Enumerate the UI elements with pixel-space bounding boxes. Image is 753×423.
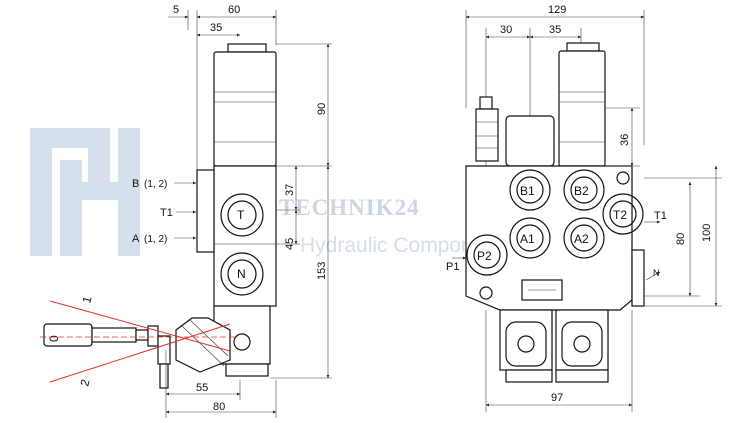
port-a1-label: A1	[520, 232, 535, 246]
lever-label-1: 1	[79, 294, 94, 304]
port-face	[196, 169, 215, 253]
dim-37: 37	[284, 184, 296, 196]
actuator-column	[558, 50, 606, 167]
bottom-cap	[225, 363, 269, 377]
port-a2-label: A2	[574, 232, 589, 246]
mount-hole-top	[616, 171, 630, 185]
dim-5: 5	[173, 4, 179, 16]
port-t2: T2	[602, 193, 644, 235]
right-view: 129 30 35 B1 B2 A1	[446, 4, 722, 412]
side-plug	[631, 249, 645, 307]
port-b2-label: B2	[574, 184, 589, 198]
dim-45: 45	[284, 238, 296, 250]
port-p2: P2	[466, 234, 508, 276]
relief-valve-fitting	[475, 96, 499, 162]
port-p2-label: P2	[477, 249, 492, 263]
mount-hole-bottom	[479, 286, 493, 300]
spool-cap-right	[555, 309, 609, 383]
dim-90: 90	[316, 103, 328, 115]
actuator-cap	[566, 42, 600, 52]
dim-35-left: 35	[210, 22, 222, 34]
left-view: 5 60 35 T N 90 37 45 153	[40, 4, 332, 418]
solenoid-block	[505, 115, 555, 167]
dim-97: 97	[551, 392, 563, 404]
port-t2-label: T2	[613, 208, 627, 222]
spool-cap-left	[499, 309, 553, 383]
dim-60: 60	[228, 4, 240, 16]
port-label-t1-right: T1	[654, 210, 667, 222]
lever-position-line-2	[49, 323, 231, 383]
spool-circle-upper	[220, 193, 264, 237]
dim-80-bottom: 80	[213, 401, 225, 413]
port-label-a: A	[132, 233, 140, 245]
dim-100: 100	[701, 224, 713, 242]
dim-35-right: 35	[549, 24, 561, 36]
watermark-tagline: Hydraulic Components	[300, 234, 512, 257]
spool-label-upper: T	[237, 208, 245, 222]
port-b1-label: B1	[520, 184, 535, 198]
dim-55: 55	[196, 382, 208, 394]
dim-36: 36	[619, 134, 631, 146]
dim-30: 30	[500, 24, 512, 36]
spool-label-lower: N	[237, 267, 246, 281]
dim-129: 129	[548, 4, 566, 16]
port-b2: B2	[563, 169, 605, 211]
upper-actuator	[213, 51, 277, 167]
port-label-b-sub: (1, 2)	[144, 179, 167, 190]
dim-153: 153	[316, 262, 328, 280]
lever-handle	[43, 317, 251, 389]
port-b1: B1	[509, 169, 551, 211]
dim-80-side: 80	[675, 233, 687, 245]
lever-position-line-1	[49, 300, 231, 352]
watermark-logo-icon	[30, 128, 140, 256]
port-label-p1: P1	[446, 261, 459, 273]
lever-label-0: 0	[47, 335, 61, 342]
port-label-b: B	[132, 178, 139, 190]
port-a2: A2	[563, 217, 605, 259]
lever-label-2: 2	[77, 377, 92, 387]
port-label-n: N	[653, 268, 660, 278]
port-label-t1-left: T1	[160, 207, 173, 219]
port-a1: A1	[509, 217, 551, 259]
port-label-a-sub: (1, 2)	[144, 234, 167, 245]
spool-circle-lower	[220, 252, 264, 296]
top-cap	[227, 43, 267, 53]
